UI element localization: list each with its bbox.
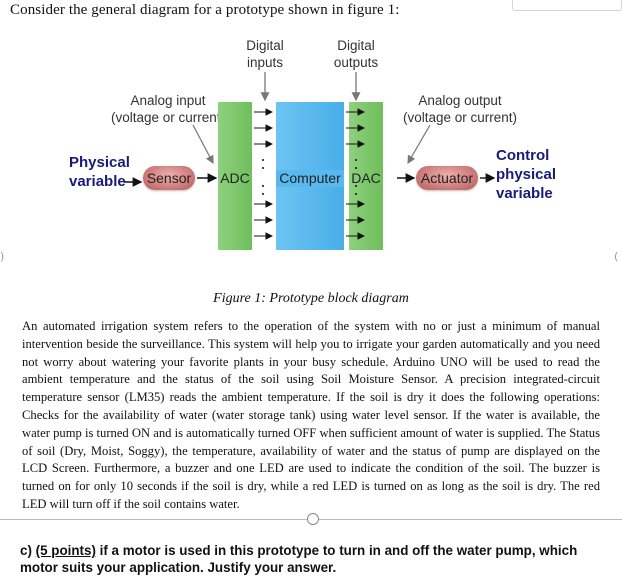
computer-dac-bus [346, 108, 366, 240]
dac-block [349, 102, 383, 250]
part-c-prefix: c) [20, 543, 32, 558]
actuator-pill: Actuator [416, 166, 478, 190]
part-c-question: c) (5 points) if a motor is used in this… [20, 542, 610, 576]
figure-caption: Figure 1: Prototype block diagram [213, 291, 409, 306]
dac-label: DAC [351, 170, 381, 186]
divider-handle[interactable] [307, 513, 319, 525]
computer-label: Computer [276, 170, 344, 187]
left-edge-mark: ) [0, 250, 5, 263]
sensor-pill: Sensor [143, 166, 195, 190]
control-physical-variable-label: Control physical variable [496, 147, 557, 202]
adc-label: ADC [220, 170, 250, 186]
analog-output-label: Analog output (voltage or current) [402, 93, 518, 125]
description-paragraph: An automated irrigation system refers to… [22, 319, 600, 511]
adc-computer-dots [262, 159, 264, 195]
adc-block [218, 102, 252, 250]
part-c-points: (5 points) [35, 543, 96, 558]
analog-input-label: Analog input (voltage or current) [110, 93, 226, 125]
block-diagram: Digital inputs Digital outputs Analog in… [69, 38, 557, 250]
diagram-arrows [124, 72, 496, 240]
physical-variable-label: Physical variable [69, 154, 130, 190]
part-c-text: if a motor is used in this prototype to … [20, 543, 578, 575]
adc-computer-bus [254, 108, 274, 240]
analog-output-pointer [407, 124, 431, 165]
question-intro: Consider the general diagram for a proto… [10, 2, 400, 18]
right-edge-mark: ( [614, 250, 619, 263]
analog-input-pointer [192, 124, 214, 165]
computer-dac-dots [355, 159, 357, 195]
digital-outputs-label: Digital outputs [333, 38, 379, 70]
digital-inputs-label: Digital inputs [246, 38, 284, 70]
